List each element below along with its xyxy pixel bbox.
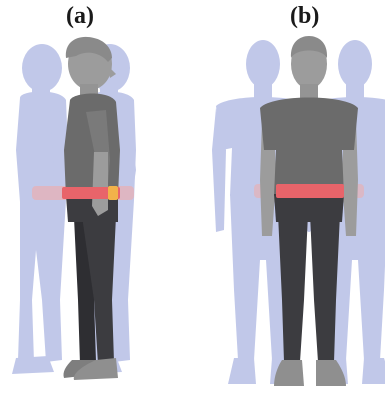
neck-front xyxy=(300,84,318,98)
belt-sensor-side xyxy=(108,186,118,200)
arm-side xyxy=(92,152,108,216)
shirt-side xyxy=(64,94,120,199)
shirt-front xyxy=(260,98,358,197)
ghost-figure-back xyxy=(12,44,68,374)
hips-front xyxy=(274,194,344,222)
belt-front xyxy=(276,184,344,198)
